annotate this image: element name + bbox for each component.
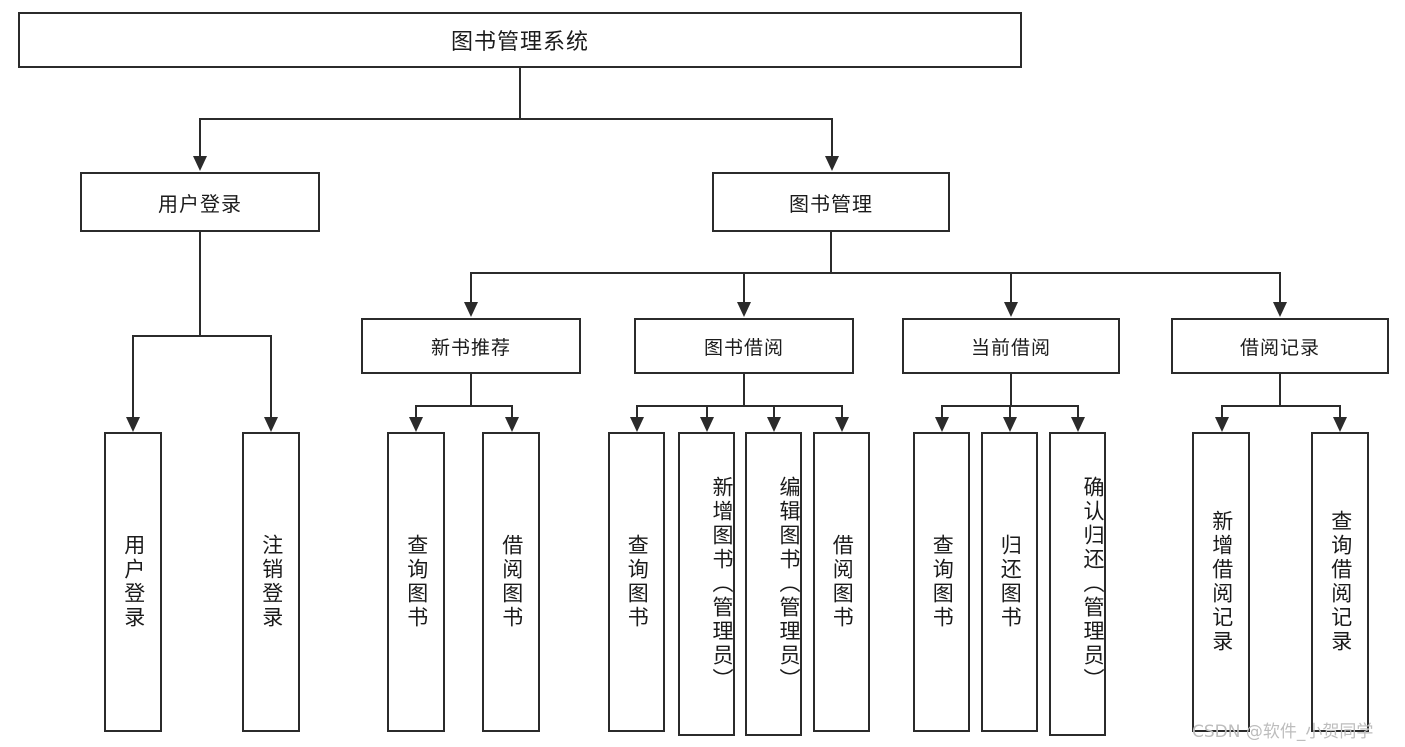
node-book-borrow[interactable]: 图书借阅	[634, 318, 854, 374]
arrow-borrow-to-leaf-2	[700, 417, 714, 432]
connector-borrow-stem	[743, 374, 745, 405]
arrow-borrow-to-leaf-4	[835, 417, 849, 432]
node-label: 借阅图书	[830, 534, 855, 630]
node-label: 编辑图书（管理员）	[777, 476, 801, 692]
connector-user-login-bar	[132, 335, 272, 337]
connector-recommend-to-leaf-1	[415, 405, 417, 417]
leaf-add-borrow-record[interactable]: 新增借阅记录	[1192, 432, 1250, 732]
node-label: 用户登录	[158, 191, 242, 216]
leaf-query-books-current[interactable]: 查询图书	[913, 432, 970, 732]
connector-root-to-user-login	[199, 118, 201, 156]
node-label: 查询借阅记录	[1328, 510, 1353, 654]
connector-book-manage-to-borrow	[743, 272, 745, 302]
connector-recommend-to-leaf-2	[511, 405, 513, 417]
connector-recommend-stem	[470, 374, 472, 405]
node-borrow-record[interactable]: 借阅记录	[1171, 318, 1389, 374]
arrow-user-login-to-leaf-2	[264, 417, 278, 432]
connector-record-stem	[1279, 374, 1281, 405]
arrow-book-manage-to-recommend	[464, 302, 478, 317]
connector-user-login-stem	[199, 232, 201, 335]
arrow-record-to-leaf-2	[1333, 417, 1347, 432]
connector-current-stem	[1010, 374, 1012, 405]
arrow-root-to-user-login	[193, 156, 207, 171]
leaf-logout[interactable]: 注销登录	[242, 432, 300, 732]
arrow-root-to-book-manage	[825, 156, 839, 171]
watermark-csdn: CSDN @软件_小贺同学	[1192, 717, 1373, 742]
connector-root-bar	[199, 118, 833, 120]
connector-book-manage-to-current	[1010, 272, 1012, 302]
connector-record-to-leaf-2	[1339, 405, 1341, 417]
leaf-borrow-books[interactable]: 借阅图书	[813, 432, 870, 732]
node-new-book-recommend[interactable]: 新书推荐	[361, 318, 581, 374]
leaf-borrow-books-recommend[interactable]: 借阅图书	[482, 432, 540, 732]
arrow-book-manage-to-record	[1273, 302, 1287, 317]
arrow-recommend-to-leaf-1	[409, 417, 423, 432]
node-label: 确认归还（管理员）	[1081, 476, 1105, 692]
node-label: 当前借阅	[970, 336, 1051, 359]
connector-book-manage-bar	[470, 272, 1280, 274]
leaf-query-books-recommend[interactable]: 查询图书	[387, 432, 445, 732]
connector-book-manage-to-recommend	[470, 272, 472, 302]
connector-user-login-to-leaf-1	[132, 335, 134, 417]
node-label: 借阅图书	[499, 534, 524, 630]
arrow-user-login-to-leaf-1	[126, 417, 140, 432]
connector-borrow-bar	[636, 405, 841, 407]
leaf-add-book-admin[interactable]: 新增图书（管理员）	[678, 432, 735, 736]
arrow-book-manage-to-current	[1004, 302, 1018, 317]
connector-record-to-leaf-1	[1221, 405, 1223, 417]
leaf-query-books-borrow[interactable]: 查询图书	[608, 432, 665, 732]
node-label: 查询图书	[930, 534, 955, 630]
connector-record-bar	[1221, 405, 1341, 407]
arrow-borrow-to-leaf-3	[767, 417, 781, 432]
arrow-borrow-to-leaf-1	[630, 417, 644, 432]
node-book-management[interactable]: 图书管理	[712, 172, 950, 232]
connector-borrow-to-leaf-3	[773, 405, 775, 417]
connector-root-to-book-manage	[831, 118, 833, 156]
node-root-library-system[interactable]: 图书管理系统	[18, 12, 1022, 68]
connector-borrow-to-leaf-4	[841, 405, 843, 417]
node-label: 用户登录	[121, 534, 146, 630]
node-label: 图书借阅	[703, 336, 784, 359]
connector-book-manage-stem	[830, 232, 832, 272]
arrow-recommend-to-leaf-2	[505, 417, 519, 432]
connector-current-to-leaf-2	[1009, 405, 1011, 417]
arrow-current-to-leaf-3	[1071, 417, 1085, 432]
connector-book-manage-to-record	[1279, 272, 1281, 302]
node-user-login[interactable]: 用户登录	[80, 172, 320, 232]
leaf-user-login[interactable]: 用户登录	[104, 432, 162, 732]
node-label: 图书管理	[789, 191, 873, 216]
arrow-current-to-leaf-1	[935, 417, 949, 432]
node-label: 借阅记录	[1239, 336, 1320, 359]
connector-root-stem	[519, 68, 521, 118]
watermark-text: CSDN @软件_小贺同学	[1192, 722, 1374, 742]
connector-borrow-to-leaf-1	[636, 405, 638, 417]
leaf-return-books[interactable]: 归还图书	[981, 432, 1038, 732]
leaf-edit-book-admin[interactable]: 编辑图书（管理员）	[745, 432, 802, 736]
connector-user-login-to-leaf-2	[270, 335, 272, 417]
connector-current-to-leaf-1	[941, 405, 943, 417]
node-current-borrow[interactable]: 当前借阅	[902, 318, 1120, 374]
node-label: 归还图书	[998, 534, 1023, 630]
leaf-confirm-return-admin[interactable]: 确认归还（管理员）	[1049, 432, 1106, 736]
arrow-current-to-leaf-2	[1003, 417, 1017, 432]
node-label: 图书管理系统	[450, 30, 589, 55]
node-label: 注销登录	[259, 534, 284, 630]
connector-recommend-bar	[415, 405, 513, 407]
arrow-record-to-leaf-1	[1215, 417, 1229, 432]
node-label: 查询图书	[625, 534, 650, 630]
node-label: 新增图书（管理员）	[710, 476, 734, 692]
node-label: 查询图书	[404, 534, 429, 630]
connector-current-to-leaf-3	[1077, 405, 1079, 417]
leaf-query-borrow-record[interactable]: 查询借阅记录	[1311, 432, 1369, 732]
connector-borrow-to-leaf-2	[706, 405, 708, 417]
arrow-book-manage-to-borrow	[737, 302, 751, 317]
node-label: 新书推荐	[430, 336, 511, 359]
node-label: 新增借阅记录	[1209, 510, 1234, 654]
